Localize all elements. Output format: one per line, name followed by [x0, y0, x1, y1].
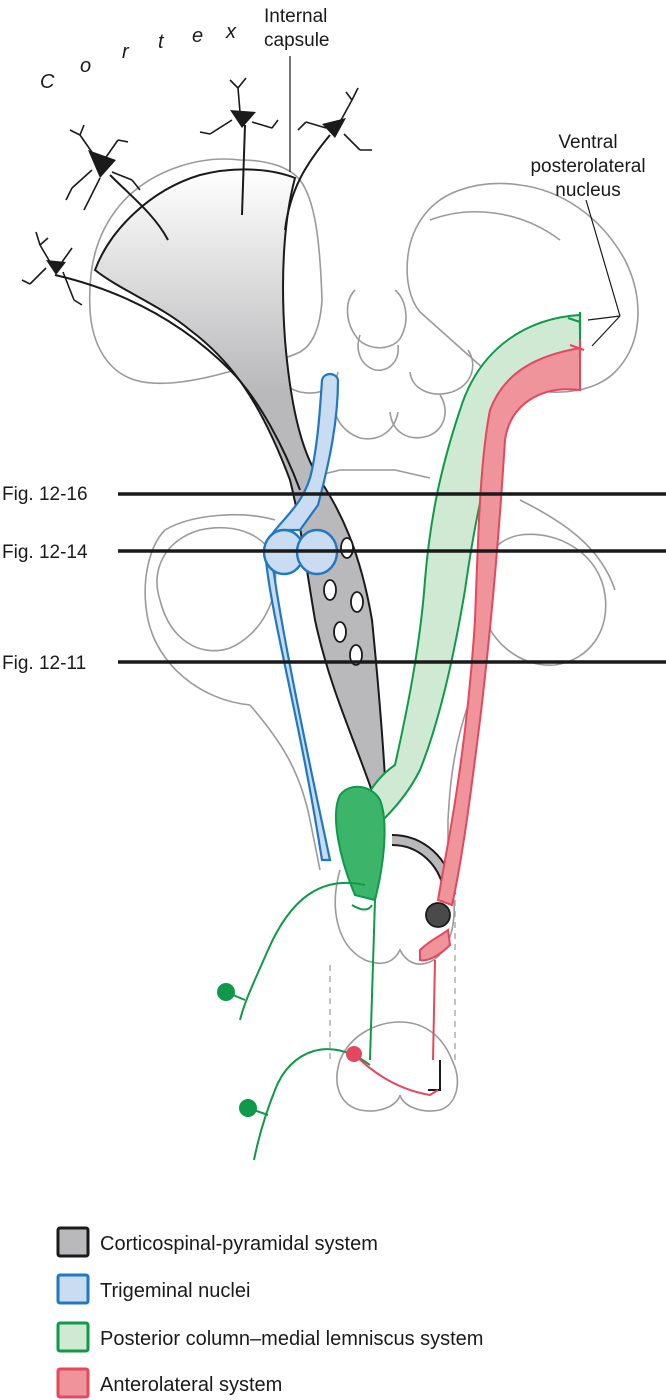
legend-swatch-lemniscus	[56, 1321, 90, 1353]
figure-reference-lines: Fig. 12-16 Fig. 12-14 Fig. 12-11	[2, 484, 666, 674]
legend-label: Posterior column–medial lemniscus system	[100, 1328, 483, 1350]
vpl-line3: nucleus	[555, 180, 621, 201]
legend-swatch-trigeminal	[56, 1273, 90, 1305]
cortex-letter: o	[80, 55, 91, 77]
cortex-letter: t	[158, 31, 165, 53]
cortex-letter: r	[122, 41, 130, 63]
vpl-label: Ventral posterolateral nucleus	[530, 132, 646, 347]
legend-swatch-anterolateral	[56, 1367, 90, 1399]
cortex-letter: e	[192, 25, 203, 47]
fig-ref-label: Fig. 12-16	[2, 484, 88, 505]
cortex-neurons	[21, 77, 372, 306]
cortex-letter: x	[225, 21, 237, 43]
internal-capsule-line1: Internal	[264, 6, 327, 27]
legend: Corticospinal-pyramidal system Trigemina…	[56, 1226, 483, 1399]
internal-capsule-line2: capsule	[264, 30, 330, 51]
legend-label: Anterolateral system	[100, 1374, 282, 1396]
corticospinal-tract	[54, 124, 456, 1091]
legend-label: Trigeminal nuclei	[100, 1280, 250, 1302]
cortex-letter: C	[40, 71, 55, 93]
legend-label: Corticospinal-pyramidal system	[100, 1233, 378, 1255]
cortex-label: C o r t e x	[40, 21, 237, 93]
legend-swatch-corticospinal	[56, 1226, 90, 1258]
medial-lemniscus-tract	[217, 312, 582, 1161]
internal-capsule-label: Internal capsule	[264, 6, 330, 172]
anterolateral-tract	[346, 340, 585, 1097]
fig-ref-label: Fig. 12-11	[2, 653, 86, 674]
vpl-line1: Ventral	[558, 132, 617, 153]
fig-ref-label: Fig. 12-14	[2, 542, 88, 563]
vpl-line2: posterolateral	[530, 156, 645, 177]
